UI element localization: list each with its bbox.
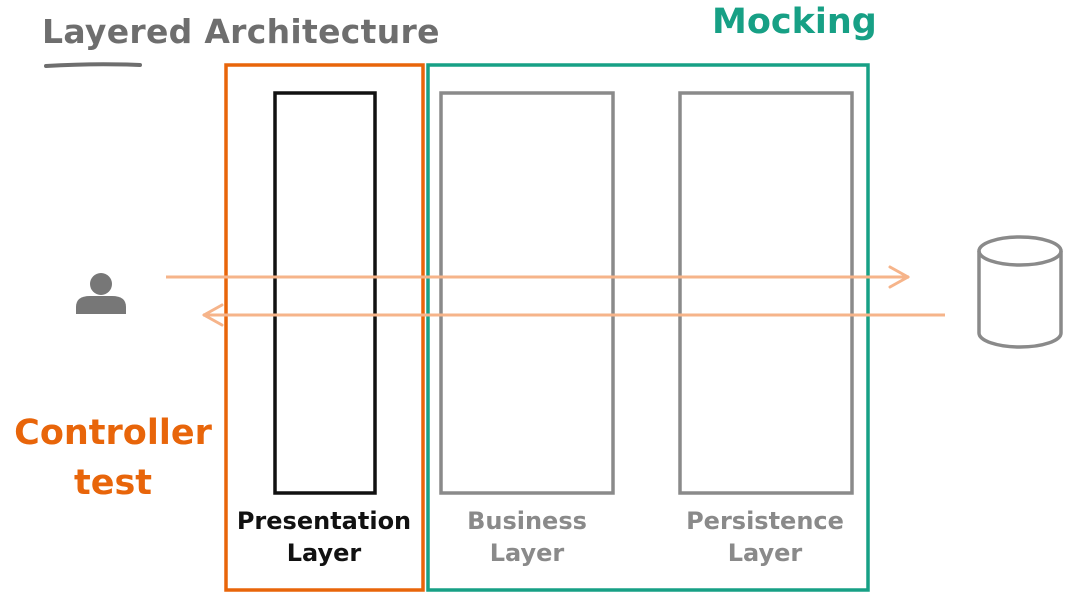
mocking-box [426,63,870,592]
business-layer-line2: Layer [489,539,565,567]
user-icon [76,273,126,314]
business-layer-label: Business Layer [427,505,627,569]
presentation-layer-box [273,91,377,495]
persistence-layer-line1: Persistence [686,507,844,535]
persistence-layer-label: Persistence Layer [665,505,865,569]
persistence-layer-line2: Layer [727,539,803,567]
response-arrow [202,303,945,327]
request-arrow [166,265,910,289]
presentation-layer-line2: Layer [286,539,362,567]
presentation-layer-line1: Presentation [236,507,412,535]
mocking-label: Mocking [712,2,877,42]
diagram-title: Layered Architecture [42,12,440,51]
business-layer-line1: Business [467,507,587,535]
presentation-layer-label: Presentation Layer [224,505,424,569]
business-layer-box [439,91,615,495]
persistence-layer-box [678,91,854,495]
controller-test-label: Controller test [8,408,218,508]
controller-test-line1: Controller [14,413,212,453]
controller-test-box [224,63,425,592]
title-underline [44,62,142,68]
controller-test-line2: test [73,463,153,503]
database-icon [977,235,1063,349]
